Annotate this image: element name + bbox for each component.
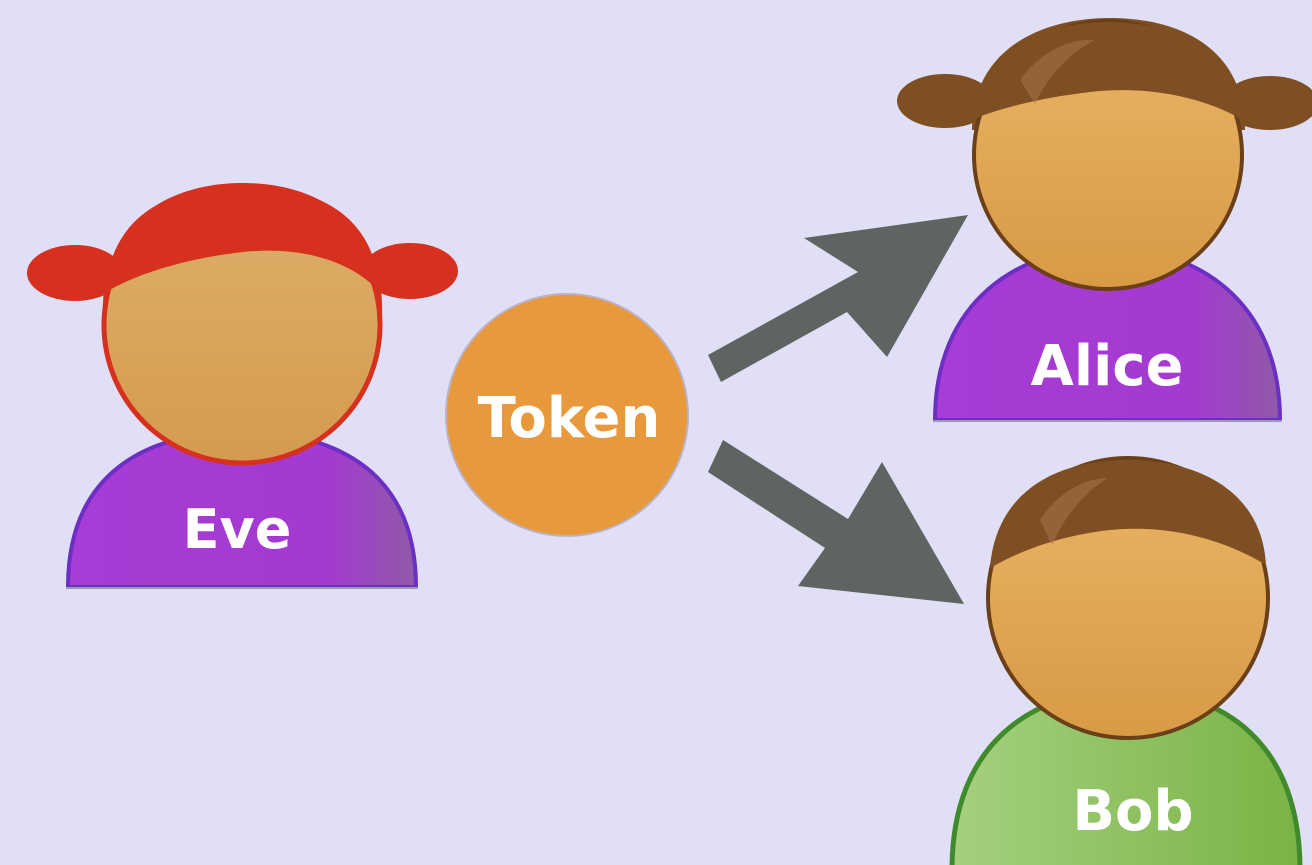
token-label: Token: [478, 386, 661, 451]
alice-fringe: [976, 22, 1243, 120]
eve-right-pigtail: [362, 243, 458, 299]
alice-label: Alice: [1031, 334, 1184, 399]
person-alice: Alice: [897, 18, 1312, 422]
eve-left-pigtail: [27, 245, 123, 301]
token-node: Token: [445, 293, 689, 537]
person-bob: Bob: [949, 456, 1303, 865]
arrow-to-alice: [708, 215, 968, 382]
eve-fringe: [106, 186, 380, 292]
person-eve: Eve: [27, 183, 458, 589]
token-circle: [445, 293, 689, 537]
bob-label: Bob: [1072, 779, 1193, 844]
eve-label: Eve: [183, 498, 292, 561]
arrow-to-bob: [708, 440, 964, 604]
bob-fringe: [990, 460, 1266, 568]
alice-right-pigtail: [1222, 76, 1312, 130]
alice-left-pigtail: [897, 74, 993, 128]
